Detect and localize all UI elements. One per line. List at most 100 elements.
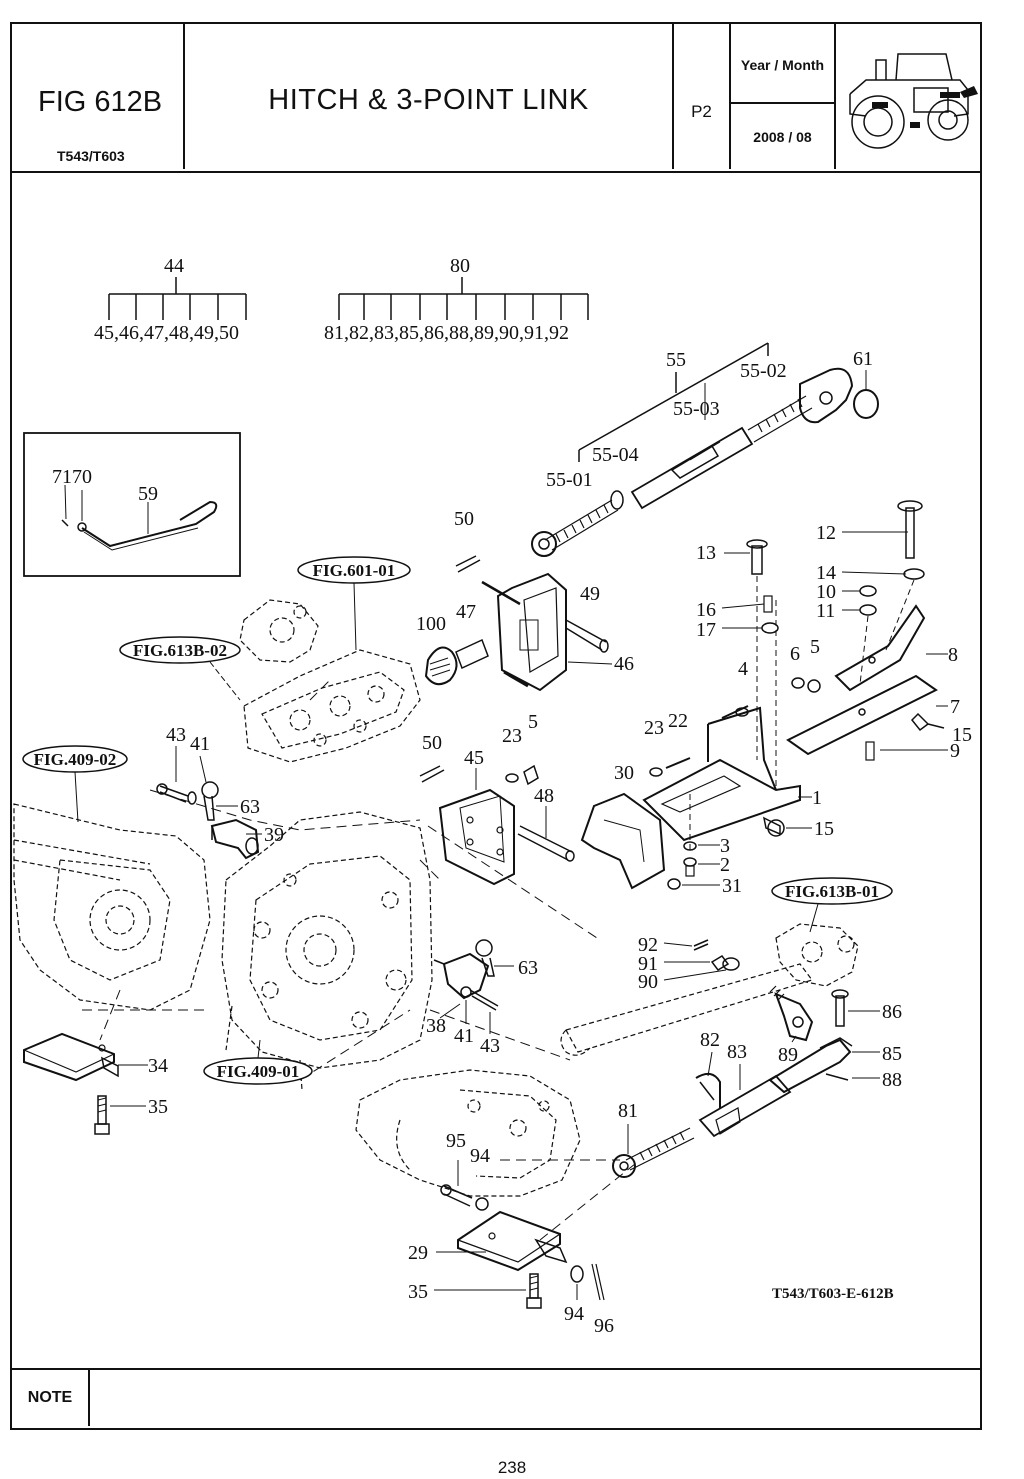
callout-50-upper: 50 xyxy=(454,508,474,530)
callout-55: 55 xyxy=(666,349,686,371)
right-lift-hardware xyxy=(433,939,499,1011)
callout-48: 48 xyxy=(534,785,554,807)
callout-8: 8 xyxy=(948,644,958,666)
leader-lines-right xyxy=(682,531,948,886)
callout-10: 10 xyxy=(816,581,836,603)
page-code-cell: P2 xyxy=(674,24,731,169)
callout-16: 16 xyxy=(696,599,716,621)
callout-100: 100 xyxy=(416,613,446,635)
group-80-label: 80 xyxy=(450,255,470,277)
callout-94-lower: 94 xyxy=(564,1303,584,1325)
callout-15-lower: 15 xyxy=(814,818,834,840)
callout-95: 95 xyxy=(446,1130,466,1152)
callout-38: 38 xyxy=(426,1015,446,1037)
callout-70: 70 xyxy=(72,466,92,488)
callout-35-bottom: 35 xyxy=(408,1281,428,1303)
callout-41-lower: 41 xyxy=(454,1025,474,1047)
callout-88: 88 xyxy=(882,1069,902,1091)
inset-box xyxy=(23,432,241,577)
callout-90: 90 xyxy=(638,971,658,993)
callout-34: 34 xyxy=(148,1055,168,1077)
callout-7: 7 xyxy=(950,696,960,718)
top-link-assembly xyxy=(531,342,879,557)
page-number: 238 xyxy=(497,1458,527,1477)
callout-39: 39 xyxy=(264,824,284,846)
callout-83: 83 xyxy=(727,1041,747,1063)
title-block: FIG 612B T543/T603 HITCH & 3-POINT LINK … xyxy=(12,24,980,173)
callout-14: 14 xyxy=(816,562,836,584)
hitch-bracket-lower xyxy=(419,764,575,886)
callout-43-upper: 43 xyxy=(166,724,186,746)
dashed-leaders-right xyxy=(689,576,915,850)
page-code: P2 xyxy=(691,102,712,121)
callout-59: 59 xyxy=(138,483,158,505)
figref-409-01: FIG.409-01 xyxy=(203,1039,313,1085)
callout-50-lower: 50 xyxy=(422,732,442,754)
hitch-bracket-upper xyxy=(424,555,609,692)
callout-15-upper: 15 xyxy=(952,724,972,746)
tractor-icon xyxy=(849,53,978,149)
group-tree-80 xyxy=(338,277,589,320)
figref-409-02-label: FIG.409-02 xyxy=(34,750,117,769)
drawing-code: T543/T603-E-612B xyxy=(772,1286,894,1302)
figref-409-02: FIG.409-02 xyxy=(22,745,128,823)
callout-96: 96 xyxy=(594,1315,614,1337)
callout-2: 2 xyxy=(720,854,730,876)
bottom-cover-plate xyxy=(434,1160,605,1309)
year-month-label: Year / Month xyxy=(740,57,825,73)
callout-46: 46 xyxy=(614,653,634,675)
callout-12: 12 xyxy=(816,522,836,544)
left-cover-plate xyxy=(23,1032,148,1135)
callout-45: 45 xyxy=(464,747,484,769)
callout-49: 49 xyxy=(580,583,600,605)
dashed-leaders-left xyxy=(80,679,641,1241)
callout-82: 82 xyxy=(700,1029,720,1051)
callout-5-lower: 5 xyxy=(528,711,538,733)
callout-31: 31 xyxy=(722,875,742,897)
group-tree-44 xyxy=(108,277,247,320)
figref-613b-02: FIG.613B-02 xyxy=(119,636,241,701)
model-label: T543/T603 xyxy=(57,148,125,164)
callout-91: 91 xyxy=(638,953,658,975)
callout-43-lower: 43 xyxy=(480,1035,500,1057)
callout-17: 17 xyxy=(696,619,716,641)
callout-63-upper: 63 xyxy=(240,796,260,818)
callout-35-left: 35 xyxy=(148,1096,168,1118)
callout-85: 85 xyxy=(882,1043,902,1065)
callout-61: 61 xyxy=(853,348,873,370)
callout-55-03: 55-03 xyxy=(673,398,720,420)
year-month-value: 2008 / 08 xyxy=(753,129,812,145)
callout-94-upper: 94 xyxy=(470,1145,490,1167)
callout-30: 30 xyxy=(614,762,634,784)
note-label: NOTE xyxy=(12,1370,90,1426)
callout-47: 47 xyxy=(456,601,476,623)
callout-71: 71 xyxy=(52,466,72,488)
callout-5-right: 5 xyxy=(810,636,820,658)
figref-613b-02-label: FIG.613B-02 xyxy=(133,641,227,660)
year-month-cell: Year / Month 2008 / 08 xyxy=(731,24,836,169)
title-cell: HITCH & 3-POINT LINK xyxy=(185,24,674,169)
group-44-members: 45,46,47,48,49,50 xyxy=(94,322,239,344)
callout-81: 81 xyxy=(618,1100,638,1122)
callout-13: 13 xyxy=(696,542,716,564)
callout-4: 4 xyxy=(738,658,748,680)
figref-601-01: FIG.601-01 xyxy=(297,556,411,651)
left-lift-hardware xyxy=(156,781,260,860)
figref-409-01-label: FIG.409-01 xyxy=(217,1062,300,1081)
note-row: NOTE xyxy=(12,1368,980,1428)
ghost-housings xyxy=(13,599,859,1197)
callout-89: 89 xyxy=(778,1044,798,1066)
callout-23-right: 23 xyxy=(644,717,664,739)
tractor-cell xyxy=(836,24,982,169)
drawbar-assembly xyxy=(580,500,945,890)
figref-613b-01: FIG.613B-01 xyxy=(771,877,893,933)
callout-55-02: 55-02 xyxy=(740,360,787,382)
callout-63-lower: 63 xyxy=(518,957,538,979)
callout-11: 11 xyxy=(816,600,835,622)
callout-9: 9 xyxy=(950,740,960,762)
figure-code: FIG 612B xyxy=(38,86,163,118)
callout-29: 29 xyxy=(408,1242,428,1264)
callout-92: 92 xyxy=(638,934,658,956)
lift-rod-assembly xyxy=(612,939,880,1178)
